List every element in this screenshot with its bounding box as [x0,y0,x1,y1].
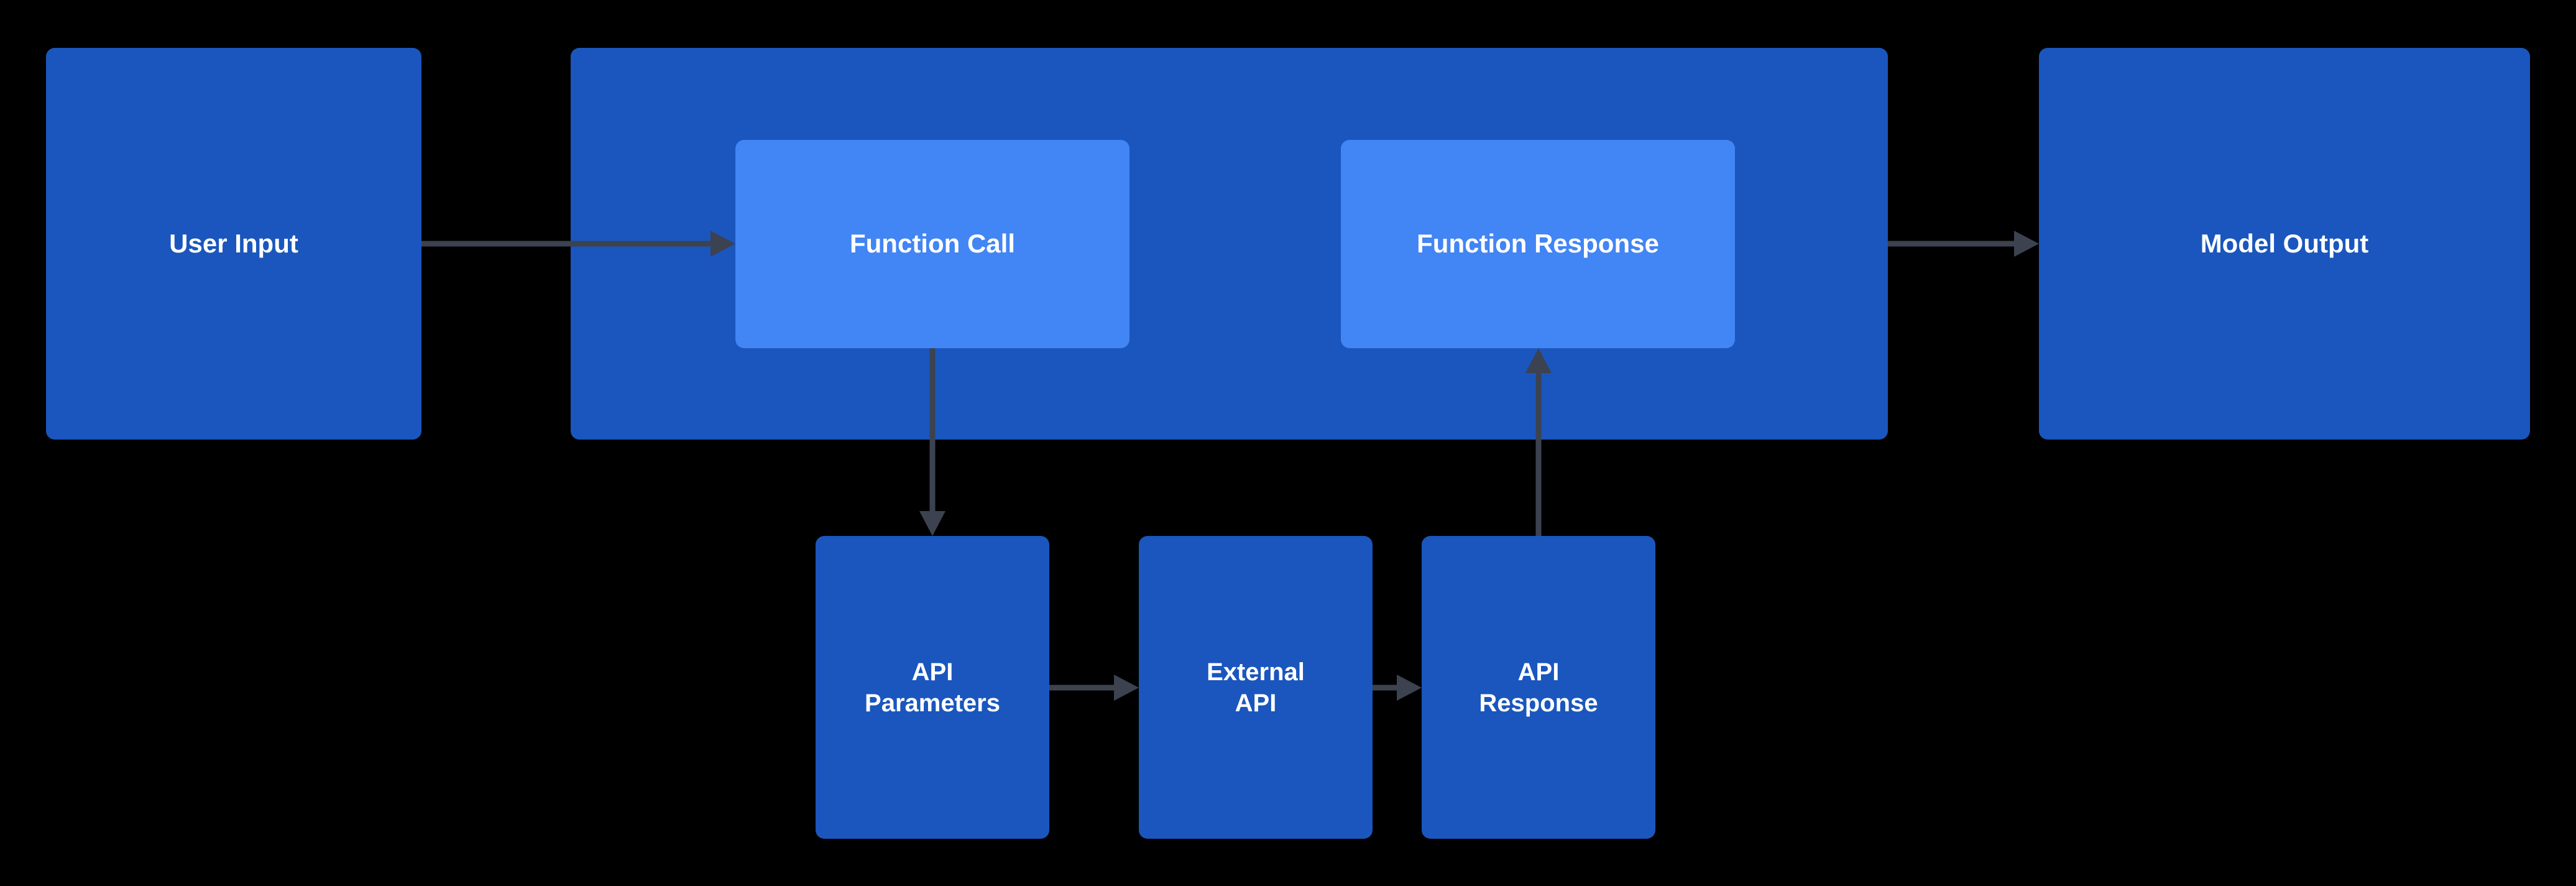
node-model-output[interactable]: Model Output [2039,48,2530,440]
edge-external-api-to-api-response [1373,675,1422,701]
edge-api-parameters-to-external-api [1049,675,1139,701]
edge-gemini-to-model-output [1888,231,2039,257]
node-user-input[interactable]: User Input [46,48,421,440]
node-function-response[interactable]: Function Response [1341,140,1735,348]
node-function-call[interactable]: Function Call [735,140,1129,348]
